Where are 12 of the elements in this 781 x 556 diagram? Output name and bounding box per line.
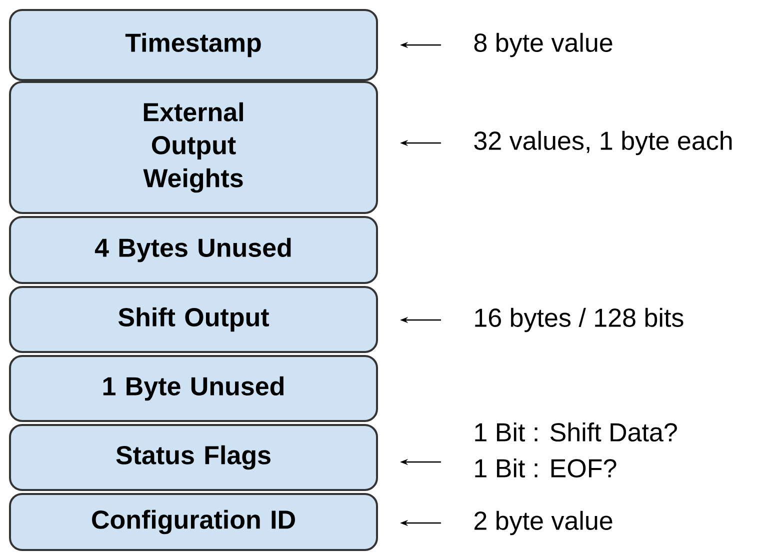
field-box: External Output Weights — [9, 81, 378, 214]
annotation-text: 1 Bit : Shift Data? 1 Bit : EOF? — [475, 422, 677, 478]
field-box: 4 Bytes Unused — [9, 216, 378, 284]
field-box: Shift Output — [9, 286, 378, 353]
field-box: Timestamp — [9, 9, 378, 81]
field-box: Status Flags — [9, 424, 378, 491]
annotation-text: 8 byte value — [474, 32, 612, 58]
annotation-text: 32 values, 1 byte each — [474, 130, 732, 156]
field-box: Configuration ID — [9, 493, 378, 551]
annotation-text: 2 byte value — [474, 510, 612, 536]
annotation-text: 16 bytes / 128 bits — [475, 308, 684, 332]
field-box: 1 Byte Unused — [9, 355, 378, 422]
